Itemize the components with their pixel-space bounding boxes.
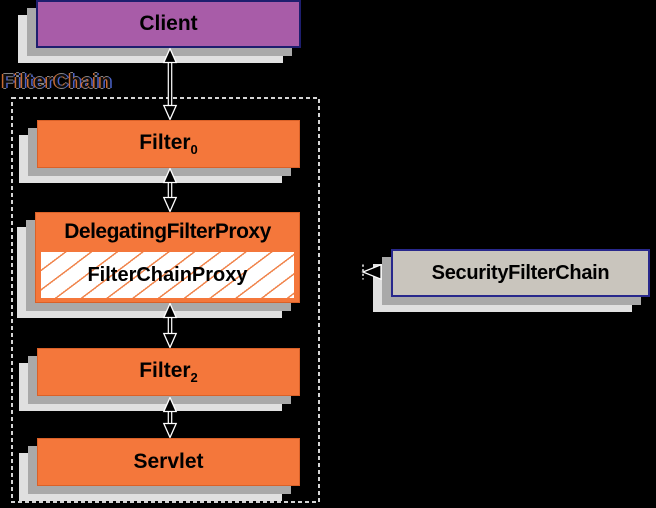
filter0-node-label: Filter0 <box>139 130 198 158</box>
filter-chain-proxy-label: FilterChainProxy <box>87 263 248 286</box>
servlet-node-label: Servlet <box>133 450 204 473</box>
filter0-subscript: 0 <box>190 142 198 158</box>
filter0-node: Filter0 <box>37 120 300 168</box>
arrow-securityfilterchain-reference-icon <box>361 263 382 281</box>
arrow-filter0-delegatingfilterproxy-icon <box>162 168 178 212</box>
filter2-node: Filter2 <box>37 348 300 396</box>
filter2-node-label: Filter2 <box>139 358 198 386</box>
client-node-label: Client <box>139 12 198 35</box>
security-filter-chain-node: SecurityFilterChain <box>391 249 650 297</box>
filterchain-group-border <box>11 97 320 503</box>
servlet-node: Servlet <box>37 438 300 486</box>
arrow-delegatingfilterproxy-filter2-icon <box>162 303 178 348</box>
delegating-filter-proxy-label: DelegatingFilterProxy <box>64 220 271 243</box>
arrow-client-filter0-icon <box>162 48 178 120</box>
filter2-subscript: 2 <box>190 370 198 386</box>
delegating-filter-proxy-node: DelegatingFilterProxy FilterChainProxy <box>35 212 300 303</box>
security-filter-chain-label: SecurityFilterChain <box>431 261 610 284</box>
client-node: Client <box>36 0 301 48</box>
filter-chain-proxy-node: FilterChainProxy <box>39 250 296 300</box>
filterchain-group-label: FilterChain <box>2 71 112 93</box>
arrow-filter2-servlet-icon <box>162 397 178 438</box>
